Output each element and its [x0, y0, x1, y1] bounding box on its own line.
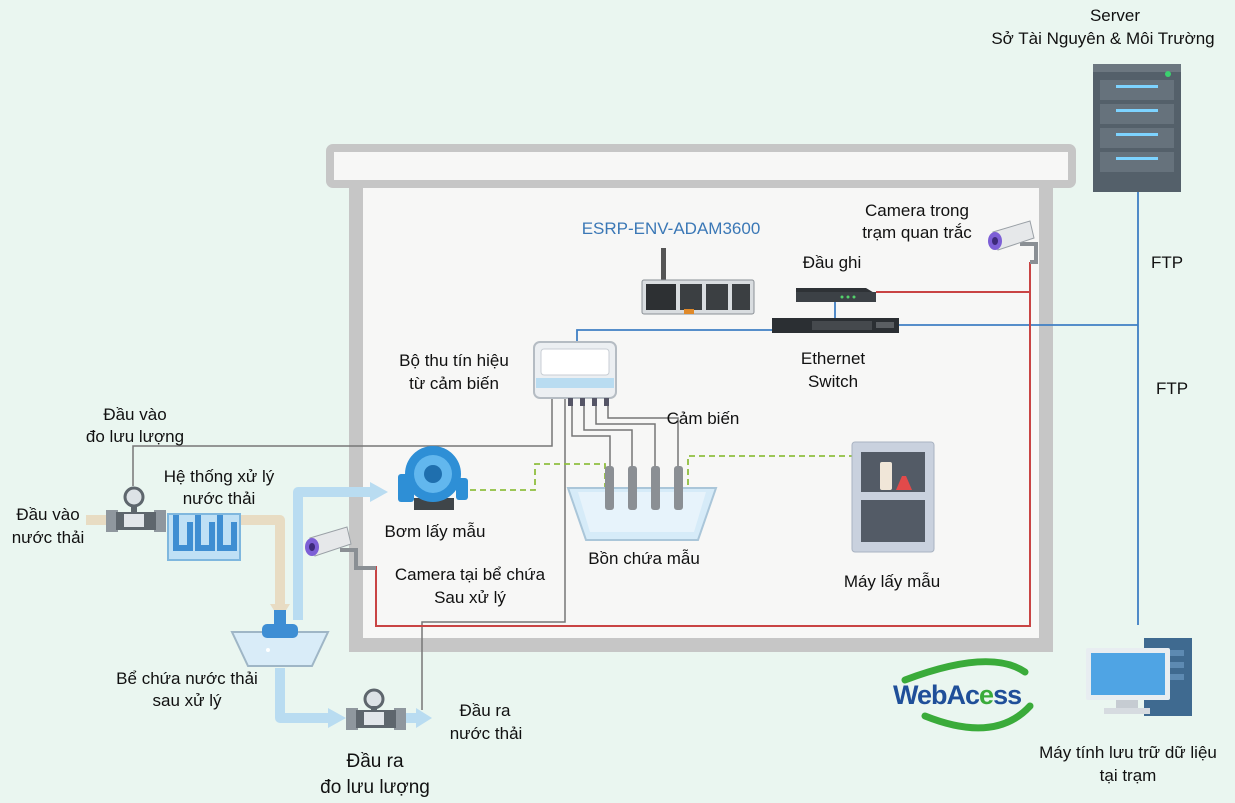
- inflow-meter-label-2: đo lưu lượng: [85, 427, 185, 446]
- post-tank-label-1: Bể chứa nước thải: [116, 669, 258, 688]
- pump-label: Bơm lấy mẫu: [384, 522, 486, 541]
- water-flow: [86, 482, 432, 728]
- wastewater-in-label-2: nước thải: [11, 528, 85, 547]
- sampler-cabinet-icon: [851, 441, 935, 553]
- outflow-meter-label-1: Đầu ra: [346, 751, 404, 772]
- server-owner-label: Sở Tài Nguyên & Môi Trường: [991, 29, 1215, 48]
- computer-icon: [1086, 638, 1192, 716]
- webaccess-logo: [901, 658, 1034, 732]
- sample-tank-label: Bồn chứa mẫu: [588, 549, 700, 568]
- switch-label-2: Switch: [807, 372, 859, 391]
- tank-camera-icon: [305, 526, 376, 570]
- recorder-label: Đầu ghi: [802, 253, 862, 272]
- ftp-label-1: FTP: [1150, 253, 1184, 272]
- tank-camera-label-2: Sau xử lý: [434, 588, 506, 607]
- outflow-label-2: nước thải: [449, 724, 523, 743]
- ftp-label-2: FTP: [1155, 379, 1189, 398]
- wastewater-in-label-1: Đầu vào: [16, 505, 80, 524]
- adam-label: ESRP-ENV-ADAM3600: [581, 219, 761, 238]
- inflow-meter-label-1: Đầu vào: [103, 405, 167, 424]
- server-label: Server: [1089, 6, 1141, 25]
- treatment-label-2: nước thải: [182, 489, 256, 508]
- switch-label-1: Ethernet: [800, 349, 866, 368]
- signal-receiver-icon: [533, 341, 617, 406]
- post-tank-label-2: sau xử lý: [152, 691, 222, 710]
- ethernet-switch-icon: [772, 318, 899, 333]
- tank-camera-label-1: Camera tại bể chứa: [394, 565, 546, 584]
- sensor-probes-icon: [605, 466, 683, 510]
- outflow-label-1: Đầu ra: [459, 701, 511, 720]
- computer-label-1: Máy tính lưu trữ dữ liệu: [1039, 743, 1217, 762]
- sensor-cables: [132, 396, 679, 710]
- computer-label-2: tại trạm: [1099, 766, 1157, 785]
- outflow-meter-label-2: đo lưu lượng: [320, 777, 430, 798]
- sensors-label: Cảm biến: [666, 409, 740, 428]
- treatment-system-icon: [167, 513, 241, 561]
- station-camera-label-1: Camera trong: [865, 201, 969, 220]
- sample-tank-icon: [566, 487, 718, 541]
- station-camera-label-2: trạm quan trắc: [862, 223, 972, 242]
- receiver-label-1: Bộ thu tín hiệu: [399, 351, 509, 370]
- adam3600-icon: [641, 248, 755, 315]
- receiver-label-2: từ cảm biến: [409, 374, 499, 393]
- sample-pump-icon: [398, 446, 468, 510]
- post-treatment-tank-icon: [230, 610, 330, 667]
- station-room: [326, 144, 1076, 652]
- data-network-lines: [576, 192, 1139, 625]
- server-icon: [1093, 64, 1181, 192]
- outflow-meter-icon: [346, 688, 406, 730]
- recorder-icon: [796, 288, 876, 302]
- sampler-label: Máy lấy mẫu: [843, 572, 941, 591]
- treatment-label-1: Hệ thống xử lý: [163, 467, 275, 486]
- webaccess-wordmark: WebAcess: [893, 680, 1022, 710]
- station-camera-icon: [988, 220, 1038, 264]
- camera-video-lines: [375, 262, 1031, 627]
- inflow-meter-icon: [106, 486, 166, 532]
